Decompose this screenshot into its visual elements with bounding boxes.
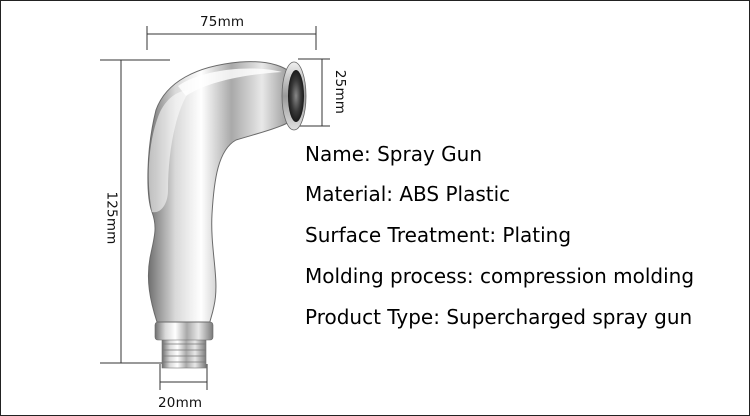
spray-gun-image xyxy=(147,61,307,369)
dimension-lines xyxy=(100,26,330,390)
spec-product-type: Product Type: Supercharged spray gun xyxy=(305,305,693,329)
spec-molding-process: Molding process: compression molding xyxy=(305,264,695,288)
width-dimension-label: 75mm xyxy=(200,14,245,30)
spec-surface-treatment: Surface Treatment: Plating xyxy=(305,223,572,247)
spec-material: Material: ABS Plastic xyxy=(305,182,511,206)
spec-name: Name: Spray Gun xyxy=(305,142,483,166)
height-dimension-label: 125mm xyxy=(103,191,120,245)
head-dimension-label: 25mm xyxy=(332,69,349,115)
thread-dimension-label: 20mm xyxy=(158,395,203,411)
